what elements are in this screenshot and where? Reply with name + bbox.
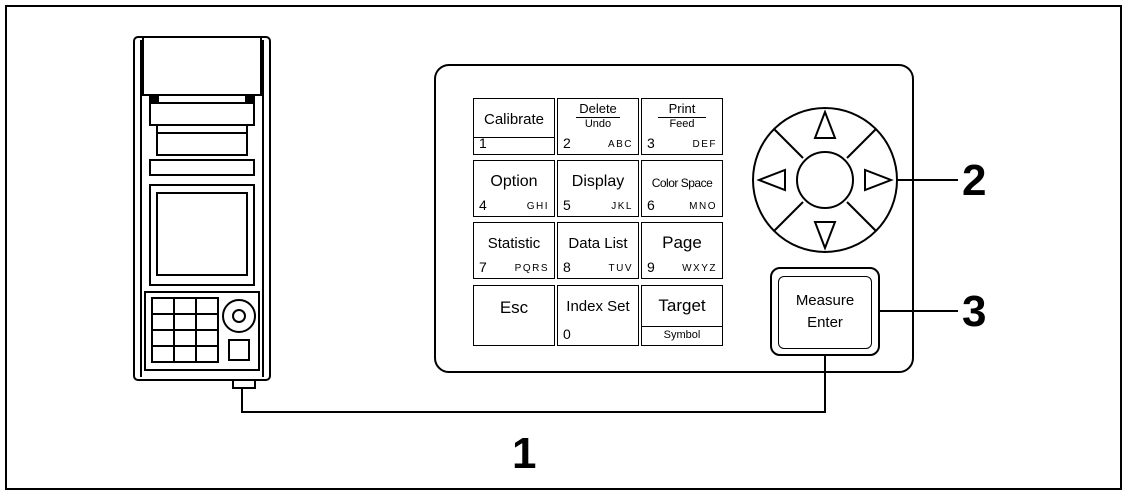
print-letters: DEF <box>692 139 717 150</box>
esc-label: Esc <box>499 298 529 317</box>
delete-label: Delete <box>579 101 617 116</box>
index-set-key[interactable]: Index Set 0 <box>557 285 639 346</box>
data-list-label: Data List <box>568 235 628 252</box>
index-set-label: Index Set <box>566 298 630 315</box>
print-feed-key[interactable]: Print Feed 3 DEF <box>641 98 723 155</box>
color-space-label: Color Space <box>651 176 713 190</box>
callout-2: 2 <box>962 156 987 205</box>
color-space-letters: MNO <box>689 201 717 212</box>
measure-label: Measure <box>795 292 855 309</box>
page-key[interactable]: Page 9 WXYZ <box>641 222 723 279</box>
display-label: Display <box>571 173 625 190</box>
print-number: 3 <box>647 135 655 151</box>
statistic-letters: PQRS <box>514 263 549 274</box>
page-number: 9 <box>647 259 655 275</box>
symbol-label: Symbol <box>663 329 701 341</box>
callout-lines <box>241 179 958 413</box>
print-label: Print <box>668 101 696 116</box>
esc-key[interactable]: Esc <box>473 285 555 346</box>
option-label: Option <box>490 173 538 190</box>
statistic-label: Statistic <box>487 235 541 252</box>
callout-1: 1 <box>512 429 537 478</box>
display-letters: JKL <box>611 201 633 212</box>
color-space-key[interactable]: Color Space 6 MNO <box>641 160 723 217</box>
target-label: Target <box>658 296 706 315</box>
delete-letters: ABC <box>607 139 633 150</box>
data-list-key[interactable]: Data List 8 TUV <box>557 222 639 279</box>
instrument-illustration <box>133 36 271 389</box>
display-key[interactable]: Display 5 JKL <box>557 160 639 217</box>
data-list-letters: TUV <box>608 263 633 274</box>
calibrate-number: 1 <box>479 135 487 151</box>
arrow-left-icon[interactable] <box>756 168 786 192</box>
calibrate-key[interactable]: Calibrate 1 <box>473 98 555 155</box>
arrow-down-icon[interactable] <box>813 221 837 251</box>
option-number: 4 <box>479 197 487 213</box>
figure-frame <box>5 5 1122 490</box>
callout-3: 3 <box>962 287 987 336</box>
fraction-bar <box>576 117 620 118</box>
color-space-number: 6 <box>647 197 655 213</box>
feed-label: Feed <box>669 118 695 130</box>
data-list-number: 8 <box>563 259 571 275</box>
display-number: 5 <box>563 197 571 213</box>
delete-number: 2 <box>563 135 571 151</box>
undo-label: Undo <box>584 118 612 130</box>
page-label: Page <box>662 233 702 252</box>
measure-enter-button[interactable]: Measure Enter <box>778 276 872 349</box>
key-divider <box>474 137 554 138</box>
target-symbol-key[interactable]: Target Symbol <box>641 285 723 346</box>
statistic-key[interactable]: Statistic 7 PQRS <box>473 222 555 279</box>
navigation-pad <box>752 107 898 253</box>
enter-label: Enter <box>807 314 843 331</box>
key-divider <box>642 326 722 327</box>
option-key[interactable]: Option 4 GHI <box>473 160 555 217</box>
delete-undo-key[interactable]: Delete Undo 2 ABC <box>557 98 639 155</box>
calibrate-label: Calibrate <box>483 111 545 128</box>
page-letters: WXYZ <box>682 263 717 274</box>
arrow-right-icon[interactable] <box>864 168 894 192</box>
option-letters: GHI <box>526 201 549 212</box>
index-set-number: 0 <box>563 326 571 342</box>
fraction-bar <box>658 117 706 118</box>
statistic-number: 7 <box>479 259 487 275</box>
arrow-up-icon[interactable] <box>813 109 837 139</box>
